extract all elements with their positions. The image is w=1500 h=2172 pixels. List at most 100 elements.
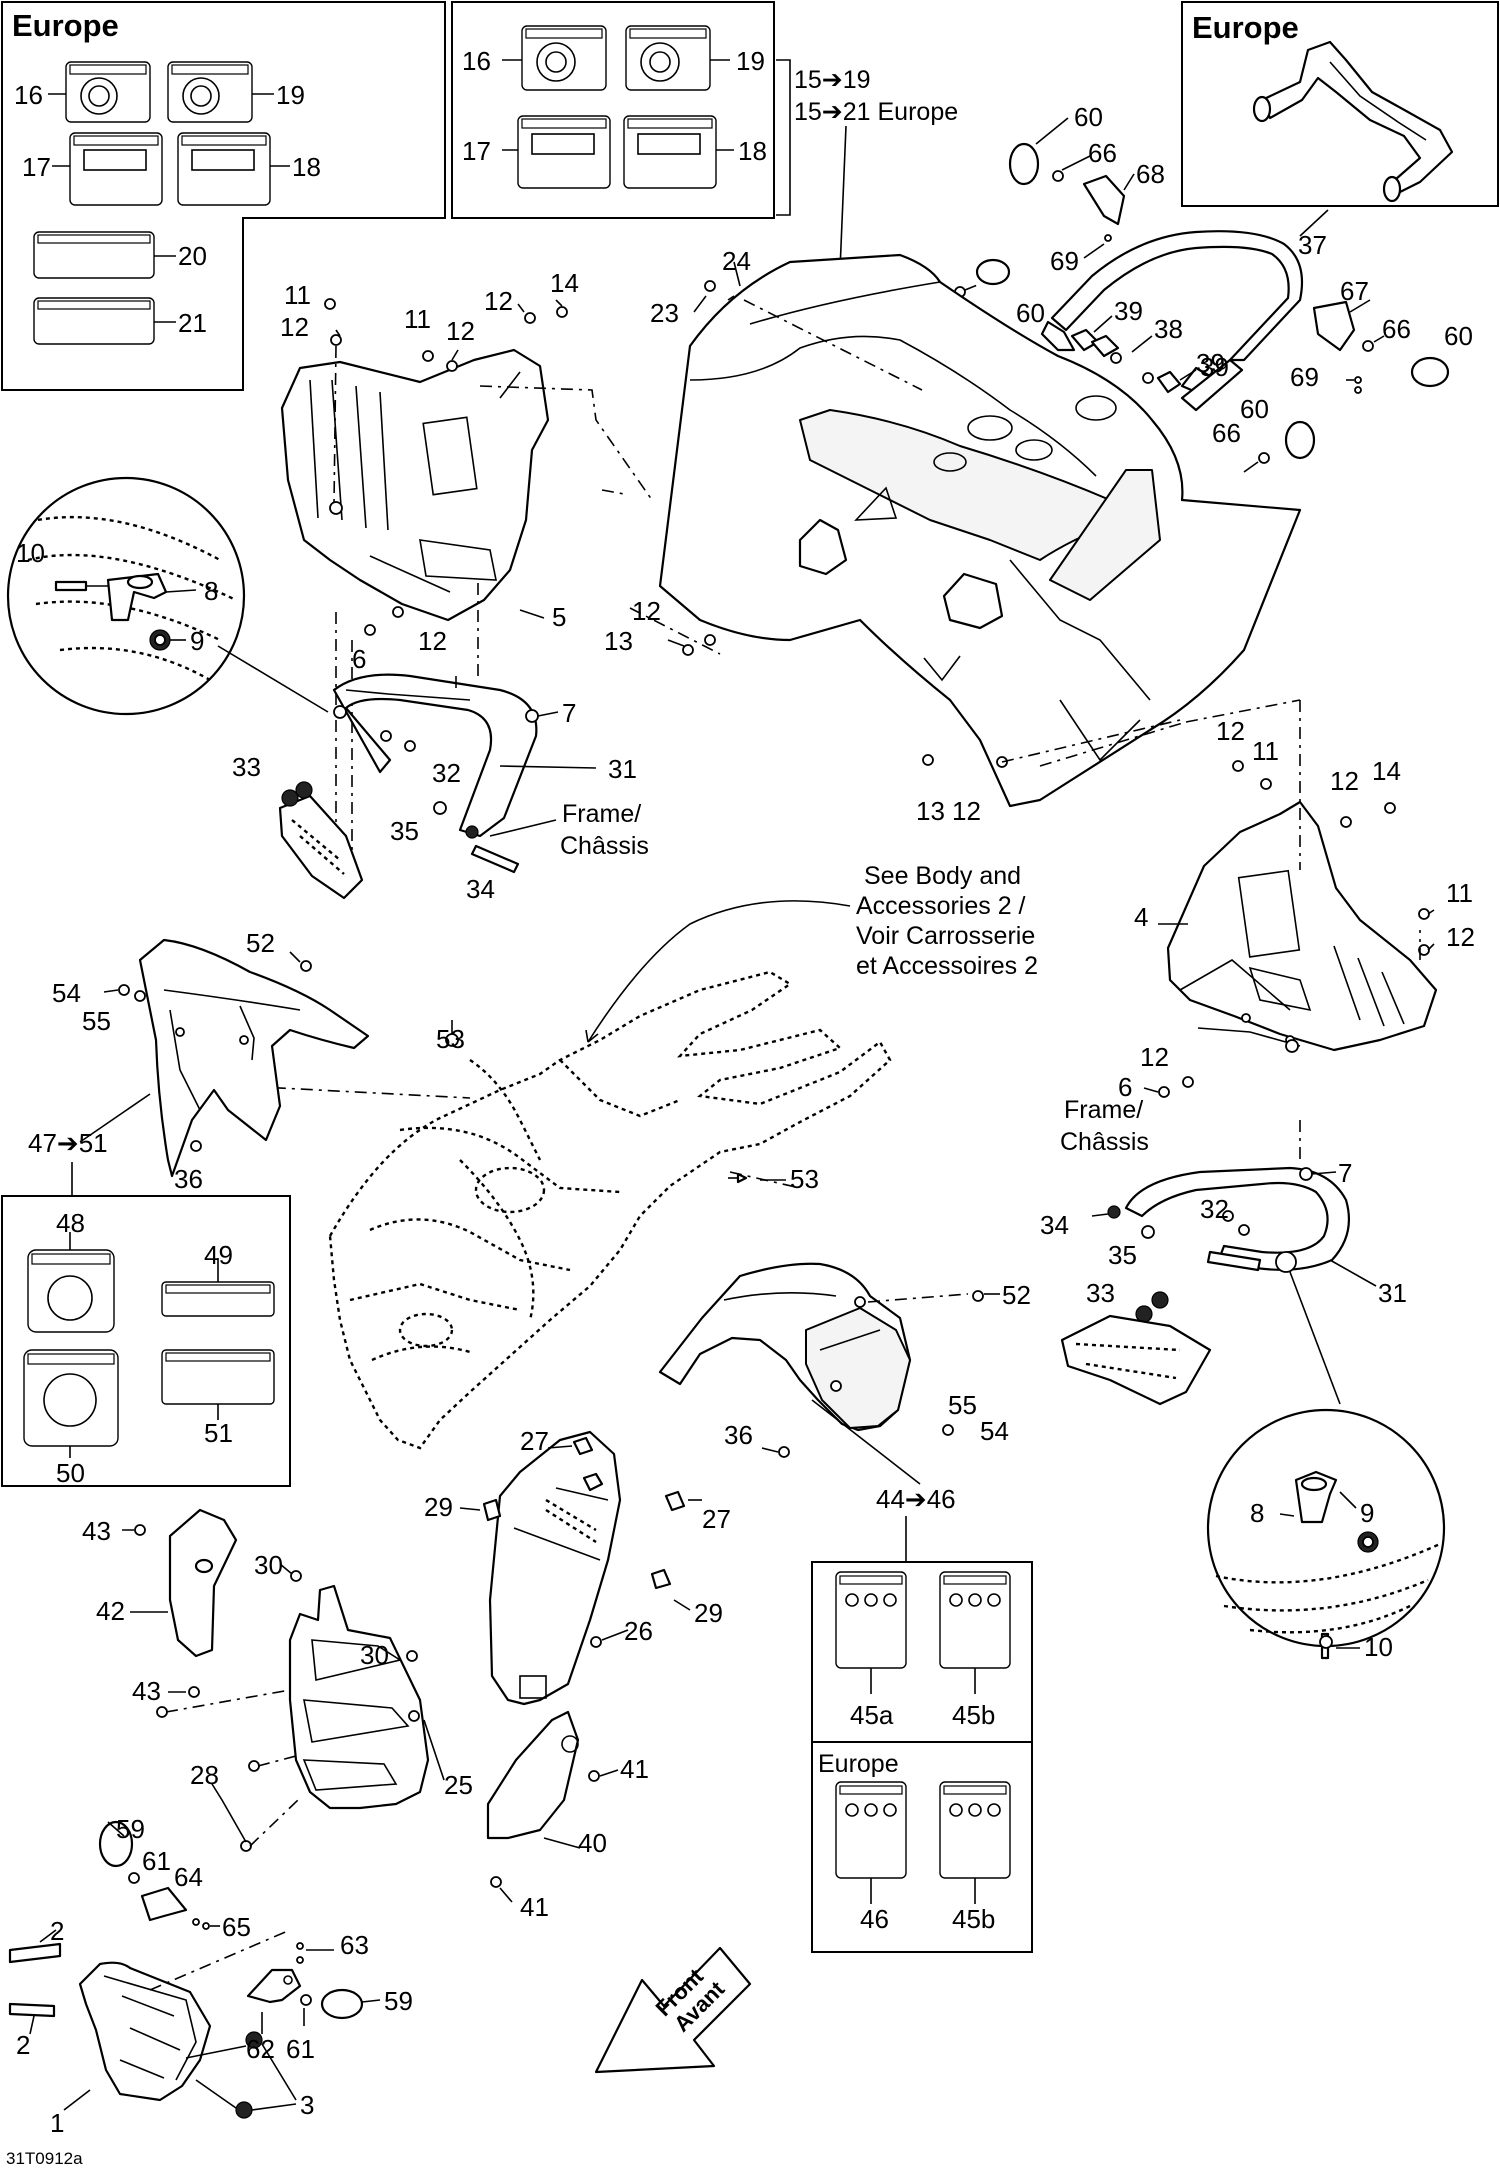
callout-12: 12: [280, 312, 309, 342]
callout-1: 1: [50, 2108, 64, 2138]
front-fender-left: 54 55 52 53 36 47➔51: [28, 928, 465, 1196]
warning-label-18: [177, 132, 271, 206]
callout-32: 32: [432, 758, 461, 788]
callout-65: 65: [222, 1912, 251, 1942]
callout-16: 16: [14, 80, 43, 110]
callout-45b: 45b: [952, 1700, 995, 1730]
callout-45a: 45a: [850, 1700, 894, 1730]
footrest-right-31: Frame/ Châssis 7 34 32 35 33 31: [1040, 1096, 1407, 1406]
warning-label-19: [625, 25, 711, 91]
end-cap-59: [98, 1820, 134, 1868]
callout-69: 69: [1050, 246, 1079, 276]
callout-35: 35: [1108, 1240, 1137, 1270]
end-cap-60: [1284, 420, 1316, 460]
callout-13: 13: [916, 796, 945, 826]
front-arrow-icon: [594, 1946, 752, 2074]
callout-41: 41: [520, 1892, 549, 1922]
front-direction-arrow: Front Avant: [594, 1946, 752, 2074]
footwell-left-5: 11 12 11 12 12 14 5 6 12: [280, 268, 653, 860]
warning-label-48: [27, 1249, 115, 1333]
end-cap-59: [320, 1988, 364, 2020]
frame-note-left: Frame/: [562, 800, 641, 828]
callout-12: 12: [1446, 922, 1475, 952]
callout-29: 29: [694, 1598, 723, 1628]
callout-69: 69: [1290, 362, 1319, 392]
front-fascia-group: 26 27 27 29 29 25 30 30 28 43 42: [82, 1426, 731, 1922]
callout-41: 41: [620, 1754, 649, 1784]
callout-10: 10: [16, 538, 45, 568]
callout-60: 60: [1240, 394, 1269, 424]
callout-11: 11: [404, 304, 431, 334]
warning-label-45a: [835, 1571, 907, 1669]
callout-4: 4: [1134, 902, 1148, 932]
callout-14: 14: [1372, 756, 1401, 786]
bracket-40: [486, 1710, 580, 1840]
callout-55: 55: [948, 1390, 977, 1420]
callout-2: 2: [50, 1916, 64, 1946]
kit-note-15-19: 15➔19: [794, 66, 871, 94]
end-cap-60: [975, 258, 1011, 286]
callout-59: 59: [384, 1986, 413, 2016]
callout-27: 27: [702, 1504, 731, 1534]
callout-60: 60: [1074, 102, 1103, 132]
callout-30: 30: [254, 1550, 283, 1580]
callout-66: 66: [1088, 138, 1117, 168]
warning-label-45b: [939, 1571, 1011, 1669]
callout-35: 35: [390, 816, 419, 846]
callout-39: 39: [1196, 348, 1225, 378]
callout-7: 7: [562, 698, 576, 728]
detail-circle-left: 10 8 9: [6, 476, 329, 716]
callout-2: 2: [16, 2030, 30, 2060]
callout-12: 12: [632, 596, 661, 626]
callout-13: 13: [604, 626, 633, 656]
callout-66: 66: [1382, 314, 1411, 344]
grab-handle: [1050, 230, 1304, 362]
detail-view: [1206, 1408, 1446, 1648]
see-body-line-2: Accessories 2 /: [856, 892, 1026, 920]
warning-label-17: [69, 132, 163, 206]
callout-43: 43: [82, 1516, 111, 1546]
callout-6: 6: [1118, 1072, 1132, 1102]
callout-8: 8: [1250, 1498, 1264, 1528]
drawing-code: 31T0912a: [6, 2149, 83, 2168]
inset-warning-labels-kit: 16 19 17 18 15➔19 15➔21 Europe: [451, 1, 958, 319]
callout-12: 12: [952, 796, 981, 826]
callout-3: 3: [300, 2090, 314, 2120]
end-cap-60: [1410, 356, 1450, 388]
inset-europe-labels: Europe 16 19 17 18 20 21: [1, 1, 446, 391]
frame-note-right: Frame/: [1064, 1096, 1143, 1124]
frame-note-left-fr: Châssis: [560, 832, 649, 860]
warning-label-50: [23, 1349, 119, 1447]
warning-label-16: [521, 25, 607, 91]
callout-26: 26: [624, 1616, 653, 1646]
callout-43: 43: [132, 1676, 161, 1706]
inset-labels-44-46: 45a 45b Europe 46 45b: [811, 1561, 1033, 1953]
kit-note-15-21-europe: 15➔21 Europe: [794, 98, 958, 126]
callout-66: 66: [1212, 418, 1241, 448]
callout-7: 7: [1338, 1158, 1352, 1188]
callout-64: 64: [174, 1862, 203, 1892]
callout-34: 34: [1040, 1210, 1069, 1240]
callout-33: 33: [232, 752, 261, 782]
callout-53: 53: [790, 1164, 819, 1194]
callout-32: 32: [1200, 1194, 1229, 1224]
callout-11: 11: [1446, 878, 1473, 908]
front-bumper: [78, 1961, 212, 2102]
inset-header: Europe: [818, 1750, 899, 1778]
callout-60: 60: [1444, 321, 1473, 351]
rear-grab-handle-37: 37: [1040, 209, 1329, 412]
grab-handle-europe: [1260, 40, 1454, 194]
callout-62: 62: [246, 2034, 275, 2064]
callout-11: 11: [284, 280, 311, 310]
callout-9: 9: [190, 626, 204, 656]
callout-28: 28: [190, 1760, 219, 1790]
footpeg: [1060, 1314, 1212, 1406]
callout-27: 27: [520, 1426, 549, 1456]
bracket-68: [1082, 174, 1126, 226]
callout-60: 60: [1016, 298, 1045, 328]
see-body-note: See Body and Accessories 2 / Voir Carros…: [585, 862, 1038, 1043]
callout-52: 52: [246, 928, 275, 958]
callout-34: 34: [466, 874, 495, 904]
bracket-42: [168, 1508, 238, 1658]
